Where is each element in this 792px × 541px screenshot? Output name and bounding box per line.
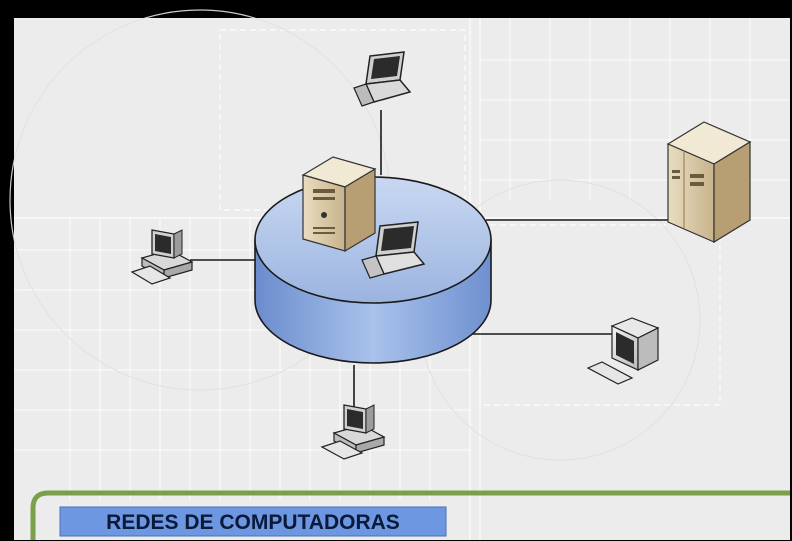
- caption-bar: [59, 506, 447, 537]
- laptop-icon: [353, 51, 412, 107]
- connection-lines: [190, 110, 680, 410]
- desktop-computer-icon: [320, 404, 386, 460]
- laptop-icon: [361, 221, 426, 279]
- tower-server-icon: [301, 156, 377, 253]
- caption-title: REDES DE COMPUTADORAS: [106, 511, 400, 534]
- rack-server-icon: [666, 121, 752, 244]
- monitor-icon: [586, 317, 660, 385]
- decorative-green-line: [30, 490, 790, 540]
- desktop-computer-icon: [130, 229, 194, 285]
